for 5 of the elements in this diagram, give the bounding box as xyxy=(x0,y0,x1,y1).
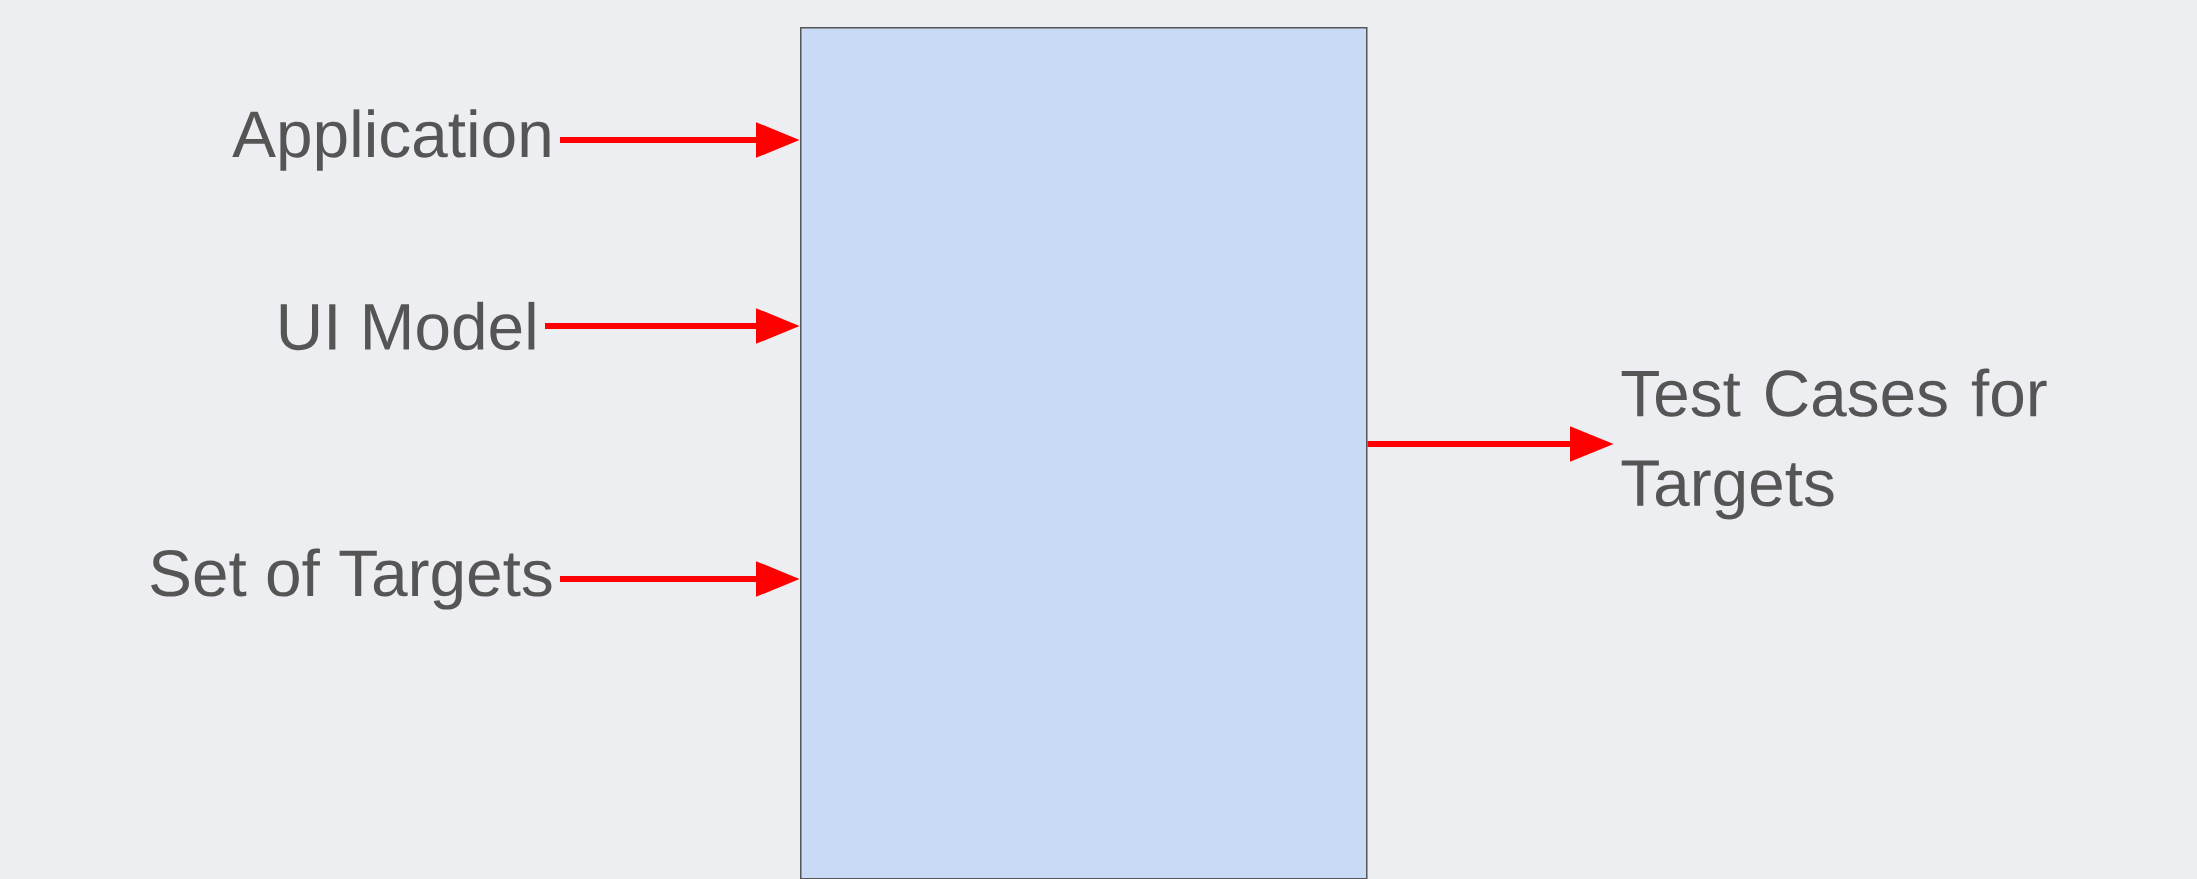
text-label: Application xyxy=(232,109,550,171)
text-label: UI Model xyxy=(280,301,535,351)
text-label: Set of Targets xyxy=(151,548,552,610)
process-box xyxy=(800,27,1368,879)
text-label: Test Cases for Targets xyxy=(1621,368,2047,520)
